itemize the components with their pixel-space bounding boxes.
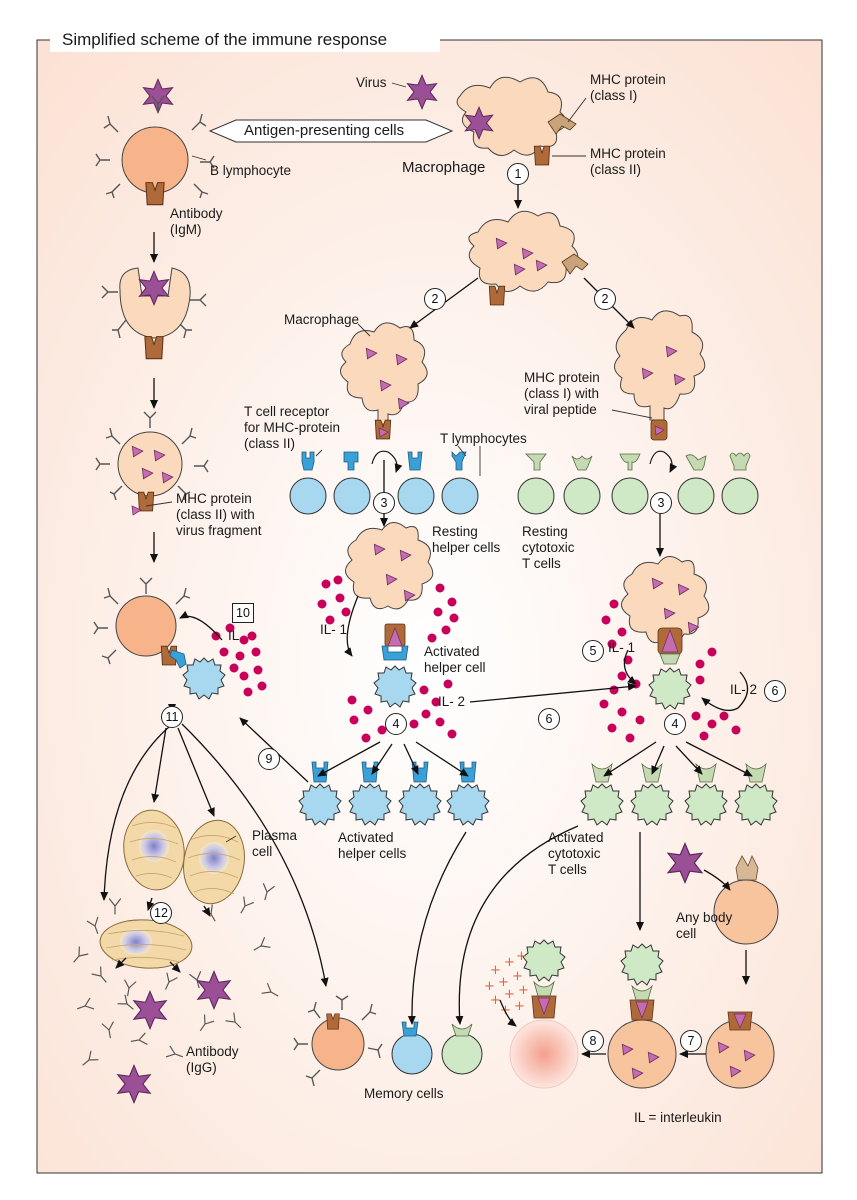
activated-helper-cell-label: Activated helper cell [424,644,486,675]
step-6-right-marker: 6 [764,680,786,702]
svg-text:+: + [504,987,515,1002]
step-9-marker: 9 [258,748,280,770]
il2-helper-label: IL- 2 [438,694,466,709]
il-legend-label: IL = interleukin [634,1110,722,1125]
step-4-right-marker: 4 [664,713,686,735]
il1-helper-label: IL- 1 [320,622,348,637]
step-12-marker: 12 [150,902,172,924]
il2-cytotoxic-label: IL- 2 [730,682,758,697]
svg-text:+: + [504,955,515,970]
svg-text:+: + [490,963,501,978]
svg-text:+: + [514,999,525,1014]
svg-text:+: + [490,993,501,1008]
svg-text:+: + [512,969,523,984]
mhc2-label: MHC protein (class II) [590,146,666,177]
macrophage-class-i [614,310,706,441]
leader-lines [145,82,653,843]
plasma-cell-label: Plasma cell [252,828,298,859]
memory-cells-label: Memory cells [364,1086,444,1101]
memory-cells [293,995,483,1087]
resting-helper-cells [289,451,479,515]
flow-arrows [100,184,753,1058]
resting-helper-label: Resting helper cells [432,524,501,555]
step-2-right-marker: 2 [594,288,616,310]
b-lymphocyte-top [95,78,215,206]
macrophage-top-label: Macrophage [402,159,486,176]
t-lymphocytes-label: T lymphocytes [440,431,527,446]
step-5-marker: 5 [582,640,604,662]
step-3-left-marker: 3 [373,492,395,514]
macrophage-label: Macrophage [284,312,360,327]
interleukin-arrows [371,450,678,473]
macrophage-class-ii [340,322,428,440]
step-1-marker: 1 [507,163,529,185]
apc-label: Antigen-presenting cells [244,122,405,139]
step-6-mid-marker: 6 [538,708,560,730]
step-2-left-marker: 2 [424,288,446,310]
antibody-igg-label: Antibody (IgG) [186,1044,239,1075]
mhc2-virus-label: MHC protein (class II) with virus fragme… [176,491,262,538]
mhc1-label: MHC protein (class I) [590,72,666,103]
igm-antibody-spokes [95,95,215,199]
step-8-marker: 8 [582,1030,604,1052]
step-3-right-marker: 3 [650,492,672,514]
svg-text:+: + [500,1003,511,1018]
svg-text:+: + [518,983,529,998]
b-cell-binding-virus [101,267,207,360]
macrophage-processed [468,210,589,306]
step-4-left-marker: 4 [385,713,407,735]
body-cell-infection: +++ +++ +++ ++ [484,842,779,1089]
any-body-cell-label: Any body cell [676,910,733,941]
b-lymphocyte-cell [121,126,189,194]
il-label: IL [228,628,240,643]
activated-helper-cells [298,761,490,826]
step-10-marker: 10 [232,603,254,623]
interleukin-dots [211,575,741,743]
tcr-label: T cell receptor for MHC-protein (class I… [244,404,341,451]
b-cell-virus-fragments [95,411,209,516]
svg-text:+: + [484,979,495,994]
plasma-cells [99,809,245,969]
step-11-marker: 11 [161,706,183,728]
diagram-title: Simplified scheme of the immune response [62,30,388,49]
b-lymphocyte-label: B lymphocyte [210,163,292,178]
resting-cytotoxic-cells [517,452,759,515]
antibody-igm-label: Antibody (IgM) [170,206,223,237]
cytotoxic-activation [621,556,710,710]
mhc1-viral-label: MHC protein (class I) with viral peptide [524,370,600,417]
helper-activation [345,522,434,708]
svg-text:+: + [516,949,527,964]
il1-cytotoxic-label: IL- 1 [608,640,636,655]
virus-label: Virus [356,75,387,90]
b-cell-activated [93,577,226,700]
resting-cytotoxic-label: Resting cytotoxic T cells [522,524,575,571]
activated-helper-cells-label: Activated helper cells [338,830,407,861]
svg-text:+: + [498,975,509,990]
activated-cytotoxic-cells [580,762,778,826]
activated-cytotoxic-label: Activated cytotoxic T cells [548,830,604,877]
step-7-marker: 7 [680,1030,702,1052]
macrophage-top [406,74,577,166]
apc-banner [208,119,454,143]
